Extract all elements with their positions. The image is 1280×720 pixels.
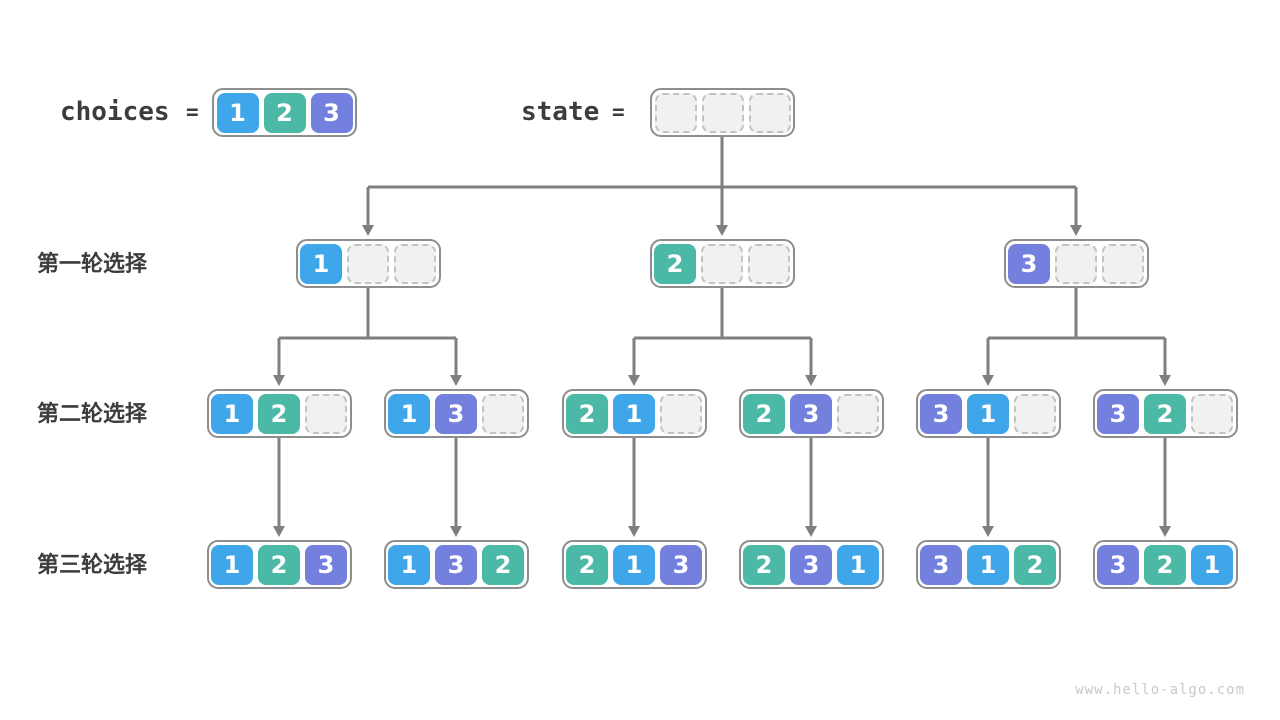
cell-2: 2 xyxy=(566,393,608,434)
cell-1: 1 xyxy=(837,544,879,585)
cell-2: 2 xyxy=(743,393,785,434)
tree-node: 1 xyxy=(295,239,441,288)
cell-3: 3 xyxy=(660,544,702,585)
cell-3: 3 xyxy=(435,544,477,585)
choices-label: choices xyxy=(60,97,170,127)
state-label: state xyxy=(521,97,600,127)
equals-sign: = xyxy=(186,100,199,124)
cell-1: 1 xyxy=(967,393,1009,434)
empty-cell xyxy=(654,92,697,133)
cell-2: 2 xyxy=(1014,544,1056,585)
tree-node: 2 xyxy=(649,239,795,288)
cell-2: 2 xyxy=(482,544,524,585)
cell-3: 3 xyxy=(1097,393,1139,434)
cell-2: 2 xyxy=(743,544,785,585)
cell-2: 2 xyxy=(258,544,300,585)
row-label: 第一轮选择 xyxy=(37,251,148,276)
cell-1: 1 xyxy=(1191,544,1233,585)
empty-cell xyxy=(1191,393,1233,434)
cell-2: 2 xyxy=(258,393,300,434)
state-array xyxy=(650,88,795,137)
empty-cell xyxy=(701,243,743,284)
empty-cell xyxy=(1055,243,1097,284)
cell-1: 1 xyxy=(967,544,1009,585)
cell-2: 2 xyxy=(1144,544,1186,585)
watermark: www.hello-algo.com xyxy=(1075,682,1245,698)
empty-cell xyxy=(748,92,791,133)
empty-cell xyxy=(347,243,389,284)
cell-2: 2 xyxy=(1144,393,1186,434)
row-label: 第三轮选择 xyxy=(37,552,148,577)
empty-cell xyxy=(660,393,702,434)
empty-cell xyxy=(837,393,879,434)
cell-1: 1 xyxy=(613,544,655,585)
empty-cell xyxy=(748,243,790,284)
cell-3: 3 xyxy=(920,393,962,434)
cell-1: 1 xyxy=(211,393,253,434)
equals-sign: = xyxy=(612,100,625,124)
cell-1: 1 xyxy=(613,393,655,434)
cell-3: 3 xyxy=(790,393,832,434)
row-label: 第二轮选择 xyxy=(37,401,148,426)
empty-cell xyxy=(701,92,744,133)
cell-3: 3 xyxy=(1097,544,1139,585)
cell-3: 3 xyxy=(790,544,832,585)
cell-3: 3 xyxy=(920,544,962,585)
cell-1: 1 xyxy=(211,544,253,585)
cell-1: 1 xyxy=(216,92,259,133)
cell-3: 3 xyxy=(435,393,477,434)
empty-cell xyxy=(1102,243,1144,284)
tree-node: 3 xyxy=(1003,239,1149,288)
empty-cell xyxy=(305,393,347,434)
empty-cell xyxy=(1014,393,1056,434)
cell-1: 1 xyxy=(388,393,430,434)
cell-2: 2 xyxy=(263,92,306,133)
cell-1: 1 xyxy=(300,243,342,284)
cell-3: 3 xyxy=(1008,243,1050,284)
empty-cell xyxy=(394,243,436,284)
cell-2: 2 xyxy=(654,243,696,284)
cell-2: 2 xyxy=(566,544,608,585)
cell-3: 3 xyxy=(305,544,347,585)
empty-cell xyxy=(482,393,524,434)
cell-3: 3 xyxy=(310,92,353,133)
cell-1: 1 xyxy=(388,544,430,585)
